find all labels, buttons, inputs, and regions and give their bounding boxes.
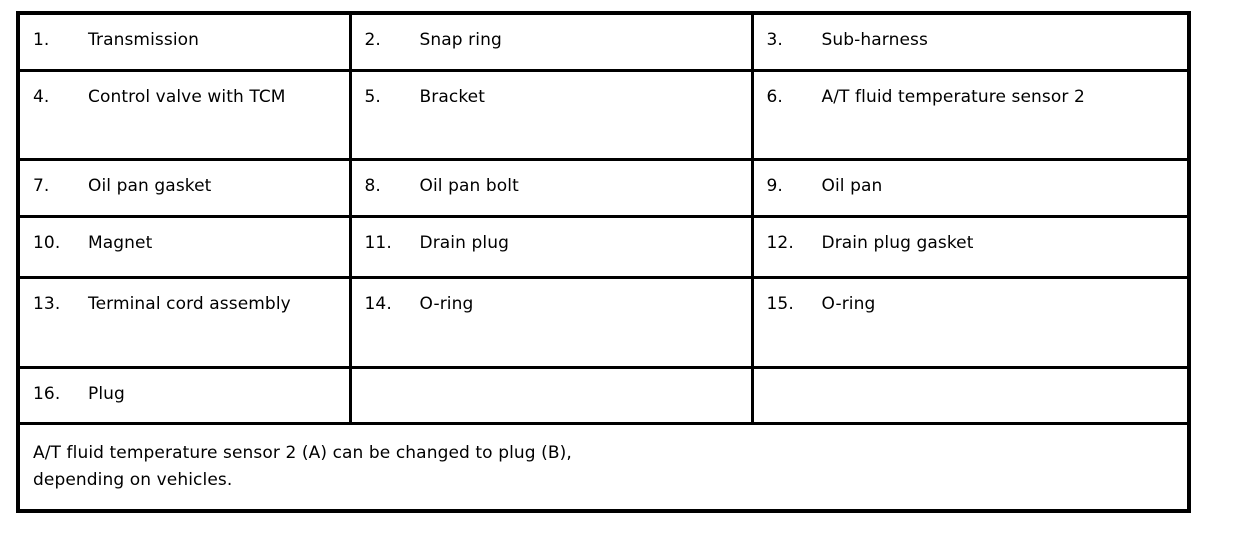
legend-item-6: 6. A/T fluid temperature sensor 2 [754, 72, 1188, 123]
parts-table-body: 1. Transmission 2. Snap ring 3. Sub-harn… [16, 11, 1191, 513]
legend-item-label: Control valve with TCM [88, 87, 286, 107]
table-cell-empty-1 [348, 366, 754, 425]
legend-item-number: 1. [33, 30, 50, 50]
legend-item-empty [754, 369, 1188, 401]
legend-item-number: 8. [364, 176, 381, 196]
note-line-2: depending on vehicles. [33, 470, 233, 490]
table-row: 13. Terminal cord assembly 14. O-ring 15… [16, 276, 1191, 369]
legend-item-label: Drain plug gasket [821, 233, 974, 253]
table-cell-13: 13. Terminal cord assembly [16, 276, 352, 369]
legend-item-7: 7. Oil pan gasket [20, 161, 349, 212]
legend-item-label: Snap ring [419, 30, 502, 50]
legend-item-number: 12. [766, 233, 794, 253]
table-cell-14: 14. O-ring [348, 276, 754, 369]
table-cell-1: 1. Transmission [16, 11, 352, 72]
legend-item-label: A/T fluid temperature sensor 2 [821, 87, 1085, 107]
legend-item-number: 15. [766, 294, 794, 314]
legend-item-label: Oil pan bolt [419, 176, 519, 196]
legend-item-4: 4. Control valve with TCM [20, 72, 349, 123]
table-cell-empty-2 [750, 366, 1191, 425]
table-cell-7: 7. Oil pan gasket [16, 158, 352, 218]
table-cell-9: 9. Oil pan [750, 158, 1191, 218]
legend-item-13: 13. Terminal cord assembly [20, 279, 349, 330]
table-row: 10. Magnet 11. Drain plug 12. Drain plug… [16, 215, 1191, 279]
table-row: 16. Plug [16, 366, 1191, 425]
parts-legend-container: 1. Transmission 2. Snap ring 3. Sub-harn… [16, 11, 1191, 513]
legend-item-number: 11. [364, 233, 392, 253]
table-row-note: A/T fluid temperature sensor 2 (A) can b… [16, 422, 1191, 513]
table-cell-6: 6. A/T fluid temperature sensor 2 [750, 69, 1191, 161]
legend-item-number: 16. [33, 384, 61, 404]
legend-item-number: 9. [766, 176, 783, 196]
table-cell-15: 15. O-ring [750, 276, 1191, 369]
legend-item-label: Plug [88, 384, 125, 404]
legend-item-15: 15. O-ring [754, 279, 1188, 330]
legend-item-label: Drain plug [419, 233, 509, 253]
parts-legend-table: 1. Transmission 2. Snap ring 3. Sub-harn… [16, 11, 1191, 513]
legend-item-1: 1. Transmission [20, 15, 349, 66]
legend-item-label: Terminal cord assembly [88, 294, 291, 314]
table-cell-note: A/T fluid temperature sensor 2 (A) can b… [16, 422, 1191, 513]
legend-item-number: 7. [33, 176, 50, 196]
legend-item-2: 2. Snap ring [352, 15, 751, 66]
legend-item-8: 8. Oil pan bolt [352, 161, 751, 212]
legend-item-label: O-ring [419, 294, 474, 314]
table-cell-11: 11. Drain plug [348, 215, 754, 279]
table-cell-2: 2. Snap ring [348, 11, 754, 72]
legend-item-14: 14. O-ring [352, 279, 751, 330]
legend-item-5: 5. Bracket [352, 72, 751, 123]
legend-item-9: 9. Oil pan [754, 161, 1188, 212]
legend-item-3: 3. Sub-harness [754, 15, 1188, 66]
table-cell-8: 8. Oil pan bolt [348, 158, 754, 218]
legend-item-number: 5. [364, 87, 381, 107]
note-text: A/T fluid temperature sensor 2 (A) can b… [20, 425, 1187, 509]
table-cell-16: 16. Plug [16, 366, 352, 425]
table-row: 4. Control valve with TCM 5. Bracket 6. … [16, 69, 1191, 161]
table-cell-5: 5. Bracket [348, 69, 754, 161]
legend-item-number: 6. [766, 87, 783, 107]
legend-item-12: 12. Drain plug gasket [754, 218, 1188, 269]
legend-item-label: Sub-harness [821, 30, 928, 50]
legend-item-label: Magnet [88, 233, 153, 253]
note-line-1: A/T fluid temperature sensor 2 (A) can b… [33, 443, 572, 463]
table-cell-3: 3. Sub-harness [750, 11, 1191, 72]
legend-item-label: Oil pan [821, 176, 883, 196]
legend-item-label: Transmission [88, 30, 200, 50]
table-row: 7. Oil pan gasket 8. Oil pan bolt 9. Oil… [16, 158, 1191, 218]
table-row: 1. Transmission 2. Snap ring 3. Sub-harn… [16, 11, 1191, 72]
table-cell-12: 12. Drain plug gasket [750, 215, 1191, 279]
legend-item-number: 2. [364, 30, 381, 50]
legend-item-16: 16. Plug [20, 369, 349, 420]
legend-item-empty [352, 369, 751, 401]
legend-item-number: 10. [33, 233, 61, 253]
legend-item-label: Bracket [419, 87, 485, 107]
legend-item-number: 14. [364, 294, 392, 314]
table-cell-4: 4. Control valve with TCM [16, 69, 352, 161]
legend-item-number: 13. [33, 294, 61, 314]
table-cell-10: 10. Magnet [16, 215, 352, 279]
legend-item-11: 11. Drain plug [352, 218, 751, 269]
legend-item-number: 3. [766, 30, 783, 50]
legend-item-10: 10. Magnet [20, 218, 349, 269]
legend-item-label: Oil pan gasket [88, 176, 212, 196]
legend-item-number: 4. [33, 87, 50, 107]
legend-item-label: O-ring [821, 294, 876, 314]
